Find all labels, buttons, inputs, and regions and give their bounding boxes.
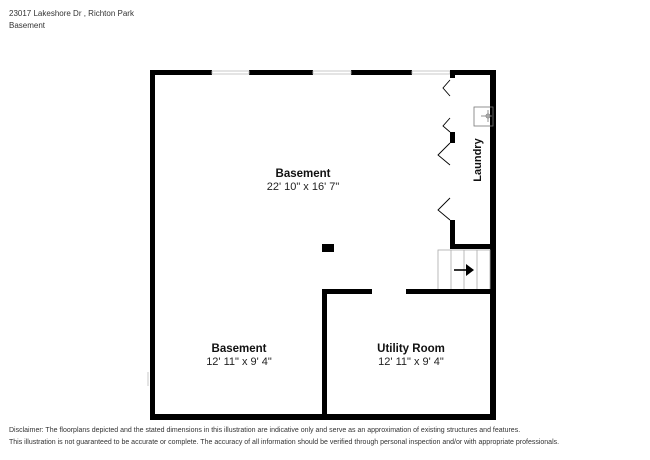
room-name: Basement — [275, 168, 331, 180]
door-swing-icon — [437, 79, 451, 221]
room-laundry: Laundry — [472, 138, 484, 182]
room-dimensions: 22' 10" x 16' 7" — [266, 181, 340, 193]
room-name: Utility Room — [377, 343, 445, 355]
disclaimer-line-1: Disclaimer: The floorplans depicted and … — [9, 427, 521, 434]
room-dimensions: 12' 11" x 9' 4" — [206, 356, 272, 368]
column-icon — [322, 244, 334, 252]
room-utility: Utility Room 12' 11" x 9' 4" — [377, 343, 445, 369]
floor-name: Basement — [9, 21, 46, 30]
arrow-right-icon — [454, 264, 474, 276]
laundry-walls — [450, 70, 496, 249]
room-basement-small: Basement 12' 11" x 9' 4" — [206, 343, 272, 369]
utility-room-walls — [322, 289, 496, 417]
room-name: Basement — [211, 343, 267, 355]
disclaimer-line-2: This illustration is not guaranteed to b… — [9, 439, 560, 446]
room-basement-main: Basement 22' 10" x 16' 7" — [267, 168, 340, 194]
window-icon — [211, 70, 451, 75]
sink-icon — [473, 106, 494, 127]
room-dimensions: 12' 11" x 9' 4" — [378, 356, 444, 368]
property-address: 23017 Lakeshore Dr , Richton Park — [9, 9, 134, 18]
